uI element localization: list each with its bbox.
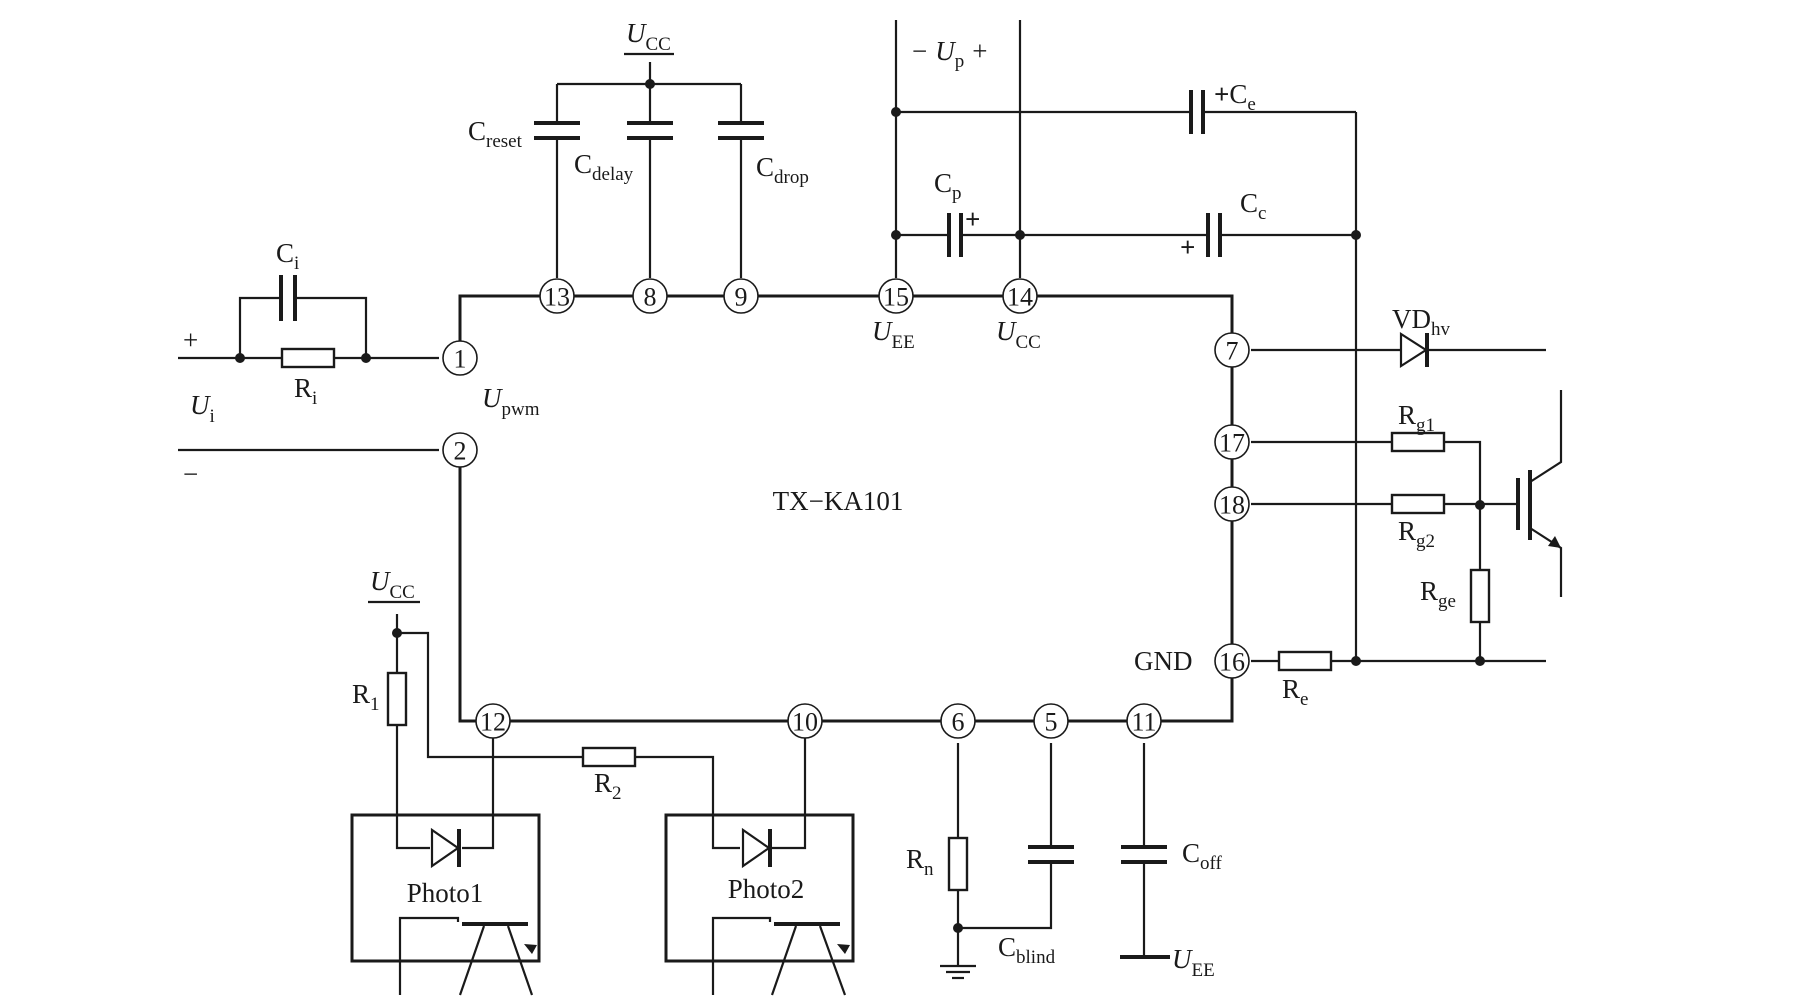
pin-9: 9 <box>723 278 759 314</box>
uee-bottom-label: UEE <box>1172 944 1215 981</box>
label-ce: +Ce <box>1214 79 1256 115</box>
svg-text:14: 14 <box>1007 283 1033 312</box>
pin-18: 18 <box>1214 486 1250 522</box>
pin-7: 7 <box>1214 332 1250 368</box>
label-rg2: Rg2 <box>1398 516 1435 552</box>
label-r1: R1 <box>352 679 380 715</box>
ui-label: Ui <box>190 390 215 427</box>
uee-pin-label: UEE <box>872 316 915 353</box>
upwm-label: Upwm <box>482 383 540 420</box>
svg-text:18: 18 <box>1219 491 1245 520</box>
label-vdhv: VDhv <box>1392 304 1451 340</box>
pin-14: 14 <box>1002 278 1038 314</box>
svg-text:16: 16 <box>1219 648 1245 677</box>
ucc-top-label: UCC <box>626 18 671 55</box>
pin-13: 13 <box>539 278 575 314</box>
svg-text:17: 17 <box>1219 429 1245 458</box>
chip-name: TX−KA101 <box>773 486 904 516</box>
pin-1: 1 <box>442 340 478 376</box>
label-coff: Coff <box>1182 838 1222 874</box>
label-cc: Cc <box>1240 188 1266 224</box>
up-label: −Up+ <box>912 36 987 72</box>
pin-12: 12 <box>475 703 511 739</box>
svg-text:12: 12 <box>480 708 506 737</box>
photo1-label: Photo1 <box>407 878 484 908</box>
label-cdrop: Cdrop <box>756 152 809 188</box>
svg-text:2: 2 <box>454 437 467 466</box>
cc-polarity: + <box>1180 232 1195 262</box>
svg-text:9: 9 <box>735 283 748 312</box>
pin-5: 5 <box>1033 703 1069 739</box>
gnd-label: GND <box>1134 646 1193 676</box>
label-ci: Ci <box>276 238 299 274</box>
ucc-bottom-label: UCC <box>370 566 415 603</box>
blanking-network <box>940 743 1170 980</box>
svg-text:1: 1 <box>454 345 467 374</box>
svg-text:15: 15 <box>883 283 909 312</box>
photo2-label: Photo2 <box>728 874 805 904</box>
svg-text:13: 13 <box>544 283 570 312</box>
optocoupler-network <box>350 614 855 996</box>
svg-text:7: 7 <box>1226 337 1239 366</box>
cp-polarity: + <box>965 204 980 234</box>
input-minus: − <box>183 459 198 489</box>
ucc-pin-label: UCC <box>996 316 1041 353</box>
input-network <box>178 275 439 452</box>
label-rg1: Rg1 <box>1398 400 1435 436</box>
svg-text:5: 5 <box>1045 708 1058 737</box>
input-plus: + <box>183 325 198 355</box>
svg-text:11: 11 <box>1131 708 1156 737</box>
pin-16: 16 <box>1214 643 1250 679</box>
svg-text:10: 10 <box>792 708 818 737</box>
gate-drive-network <box>1251 331 1563 672</box>
pin-11: 11 <box>1126 703 1162 739</box>
label-r2: R2 <box>594 768 622 804</box>
label-creset: Creset <box>468 116 523 152</box>
label-cblind: Cblind <box>998 932 1056 968</box>
timing-capacitor-network <box>534 62 764 278</box>
pin-10: 10 <box>787 703 823 739</box>
pin-17: 17 <box>1214 424 1250 460</box>
label-rge: Rge <box>1420 576 1456 612</box>
svg-text:8: 8 <box>644 283 657 312</box>
label-cdelay: Cdelay <box>574 149 634 185</box>
label-rn: Rn <box>906 844 934 880</box>
label-re: Re <box>1282 674 1308 710</box>
label-ri: Ri <box>294 373 317 409</box>
pin-6: 6 <box>940 703 976 739</box>
pin-2: 2 <box>442 432 478 468</box>
pin-15: 15 <box>878 278 914 314</box>
pin-8: 8 <box>632 278 668 314</box>
supply-rails <box>891 20 1361 661</box>
svg-text:6: 6 <box>952 708 965 737</box>
label-cp: Cp <box>934 168 962 204</box>
